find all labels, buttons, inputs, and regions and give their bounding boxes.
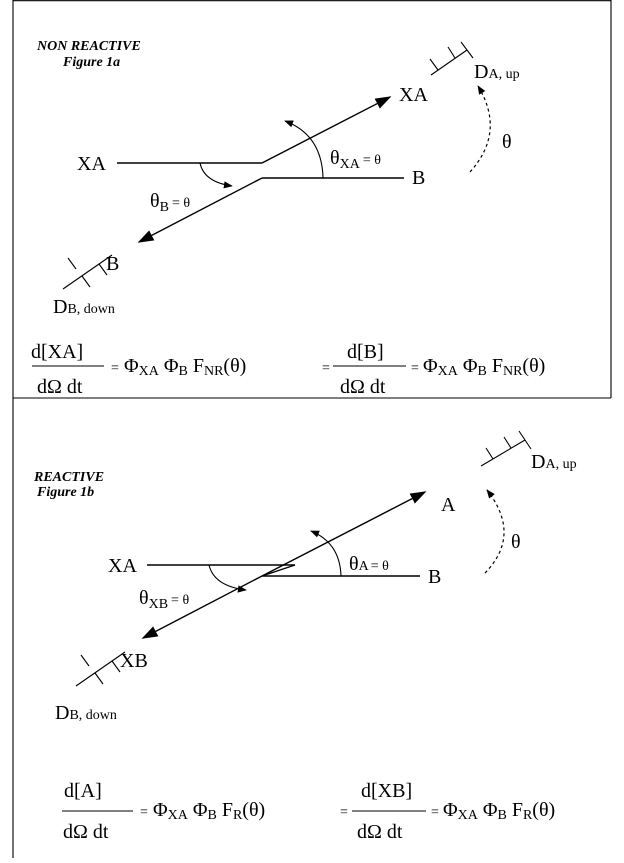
detector-down-icon [75,651,126,687]
reaction-zigzag [261,564,296,577]
detector-up-label: DA, up [531,451,577,473]
product-label-up: XA [399,84,428,106]
figure-frame [12,0,612,858]
beam-label-left: XA [77,153,106,175]
fraction-2-numerator: d[B] [347,341,384,363]
product-label-down: B [106,253,119,275]
rotation-arrow [484,489,505,574]
beam-label-right: B [412,167,425,189]
detector-down-label: DB, down [55,702,117,724]
panel-non-reactive: NON REACTIVE Figure 1a XA B XA B [31,39,545,398]
fraction-2-denominator: dΩ dt [340,376,386,398]
rotation-label: θ [502,131,512,153]
fraction-1-numerator: d[A] [64,780,102,802]
equals-sign: = [431,805,439,820]
panel-title: REACTIVE [33,470,104,485]
product-label-down: XB [120,650,148,672]
angle-down-arc [208,564,247,593]
fraction-1-denominator: dΩ dt [37,376,83,398]
equals-sign: = [140,805,148,820]
product-label-up: A [441,494,456,516]
equals-sign: = [411,361,419,376]
rotation-arrow [469,85,491,173]
product-down-arrow [137,177,263,243]
panel-title: NON REACTIVE [36,39,141,54]
detector-down-label: DB, down [53,296,115,318]
detector-up-icon [429,41,474,76]
beam-label-left: XA [108,555,137,577]
product-up-arrow [261,96,392,164]
equals-sign: = [111,361,119,376]
angle-down-arc [199,162,233,189]
fraction-2-denominator: dΩ dt [357,821,403,843]
angle-down-label: θB= θ [150,190,190,215]
figure-label: Figure 1a [62,55,120,70]
fraction-1-numerator: d[XA] [31,341,83,363]
equals-sign: = [340,805,348,820]
figure-label: Figure 1b [36,485,94,500]
fraction-2-numerator: d[XB] [361,780,412,802]
equals-sign: = [322,361,330,376]
detector-up-label: DA, up [474,61,520,83]
beam-label-right: B [428,566,441,588]
panel-reactive: REACTIVE Figure 1b XA B A X [33,430,577,843]
detector-down-icon [62,254,113,290]
rotation-label: θ [511,531,521,553]
angle-up-label: θXA= θ [330,147,381,172]
angle-up-arc [310,530,342,577]
fraction-1-denominator: dΩ dt [63,821,109,843]
detector-up-icon [480,430,532,467]
product-up-arrow [261,491,427,577]
angle-up-label: θA= θ [349,553,389,575]
angle-up-arc [284,120,324,179]
angle-down-label: θXB= θ [139,587,189,612]
